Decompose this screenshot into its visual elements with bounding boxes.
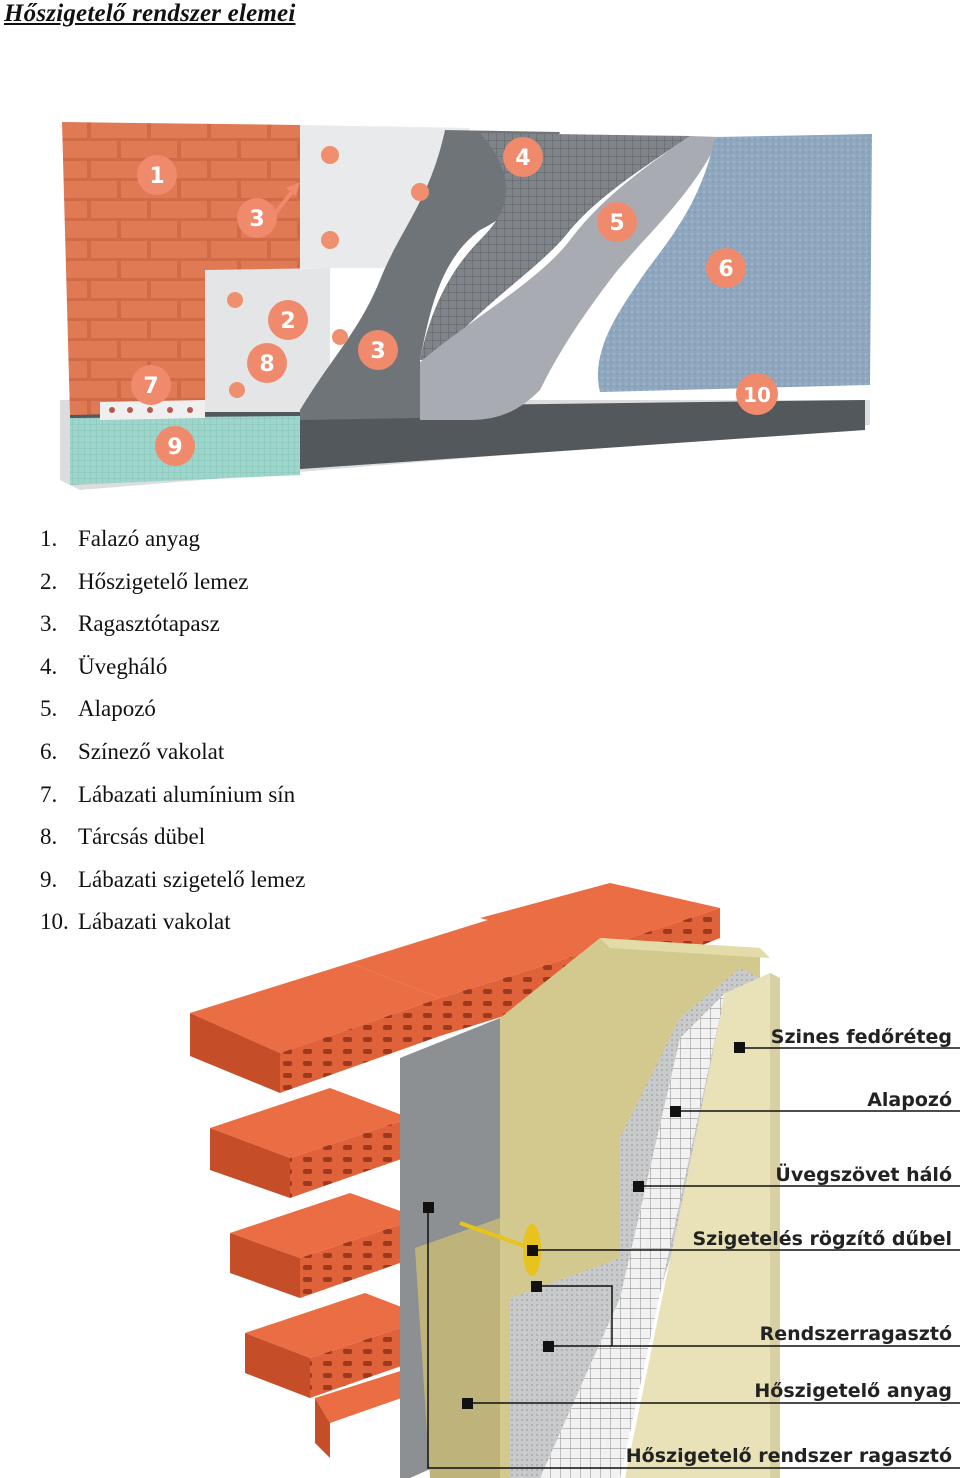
label-adhesive: Rendszerragasztó: [760, 1323, 952, 1345]
legend-item: 7.Lábazati alumínium sín: [40, 774, 305, 817]
label-top-coat: Szines fedőréteg: [771, 1026, 952, 1048]
badge-2: 2: [268, 300, 308, 340]
badge-4: 4: [503, 137, 543, 177]
svg-text:9: 9: [167, 435, 182, 460]
page-title: Hőszigetelő rendszer elemei: [4, 0, 295, 28]
legend-item: 2.Hőszigetelő lemez: [40, 561, 305, 604]
cross-section-illustration: Szines fedőréteg Alapozó Üvegszövet háló…: [180, 878, 960, 1478]
svg-text:10: 10: [743, 383, 771, 407]
label-primer: Alapozó: [867, 1089, 952, 1111]
badge-1: 1: [137, 155, 177, 195]
label-dowel: Szigetelés rögzítő dűbel: [692, 1228, 952, 1250]
badge-9: 9: [155, 426, 195, 466]
badge-8: 8: [247, 343, 287, 383]
svg-text:7: 7: [143, 374, 158, 399]
svg-text:2: 2: [280, 309, 295, 334]
svg-text:6: 6: [718, 257, 733, 282]
legend-item: 1.Falazó anyag: [40, 518, 305, 561]
svg-text:3: 3: [370, 339, 385, 364]
badge-3b: 3: [358, 330, 398, 370]
legend-item: 6.Színező vakolat: [40, 731, 305, 774]
legend-item: 4.Üvegháló: [40, 646, 305, 689]
badge-7: 7: [131, 365, 171, 405]
svg-text:3: 3: [249, 207, 264, 232]
legend-item: 3.Ragasztótapasz: [40, 603, 305, 646]
svg-text:4: 4: [515, 146, 530, 171]
label-system-adhesive: Hőszigetelő rendszer ragasztó: [626, 1445, 952, 1467]
badge-10: 10: [736, 373, 778, 415]
badge-5: 5: [597, 202, 637, 242]
legend-item: 5.Alapozó: [40, 688, 305, 731]
label-insulation: Hőszigetelő anyag: [754, 1380, 952, 1402]
layered-wall-illustration: 1 3 4 5 6 2 8 3 7 9 10: [0, 100, 960, 500]
svg-text:5: 5: [609, 211, 624, 236]
legend-item: 8.Tárcsás dübel: [40, 816, 305, 859]
badge-6: 6: [706, 248, 746, 288]
badge-3a: 3: [237, 198, 277, 238]
svg-text:1: 1: [149, 164, 164, 189]
label-mesh: Üvegszövet háló: [775, 1162, 952, 1186]
svg-text:8: 8: [259, 352, 274, 377]
